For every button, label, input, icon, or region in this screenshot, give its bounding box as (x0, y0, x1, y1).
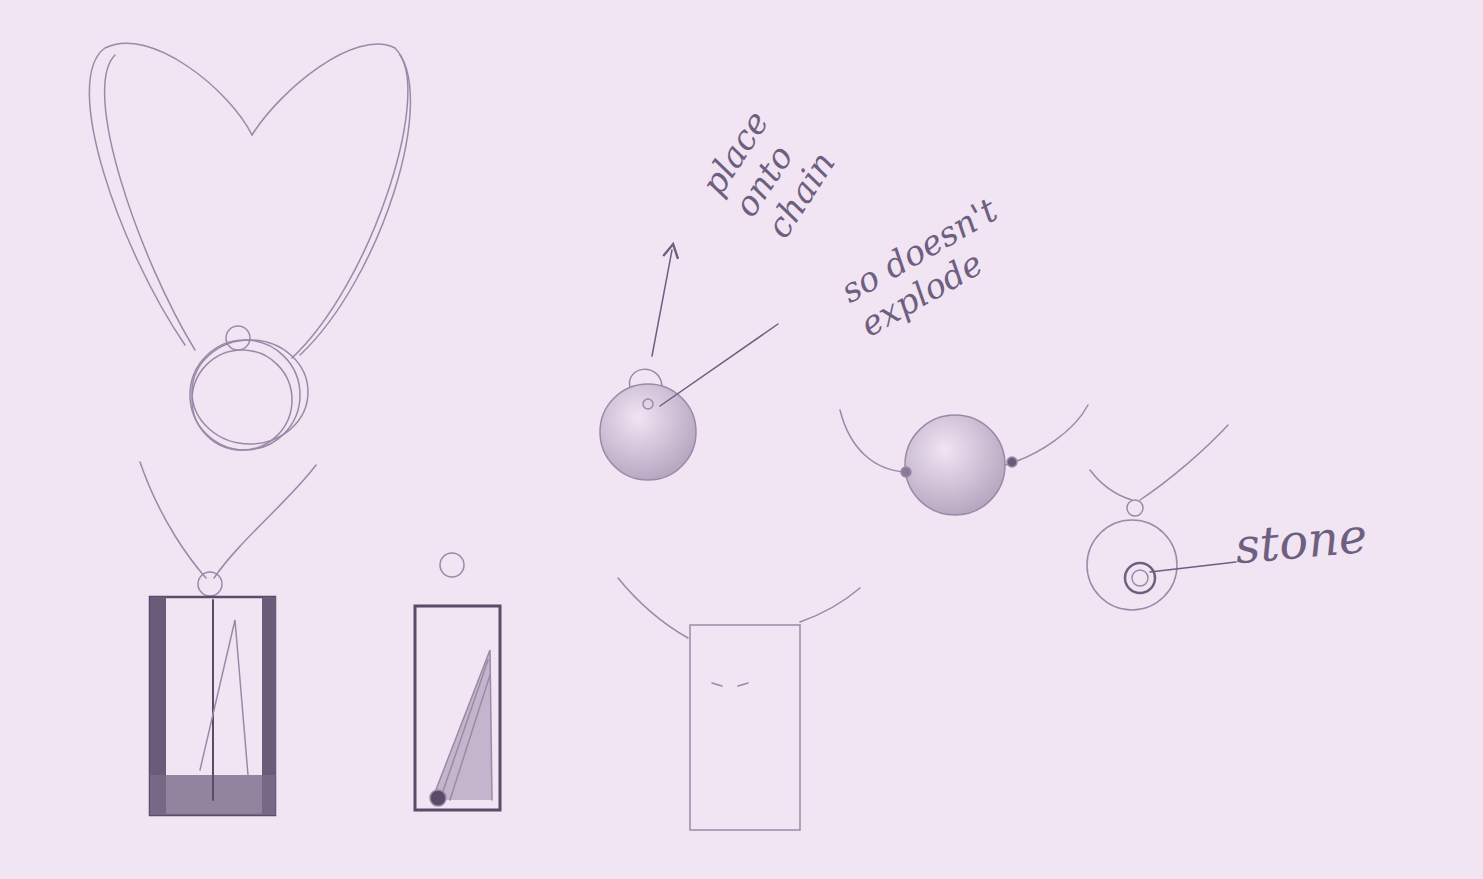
annotation-label: stone (1233, 505, 1407, 575)
annotation-note: so doesn't explode (834, 159, 1077, 344)
annotation-note: place onto chain (693, 35, 887, 246)
